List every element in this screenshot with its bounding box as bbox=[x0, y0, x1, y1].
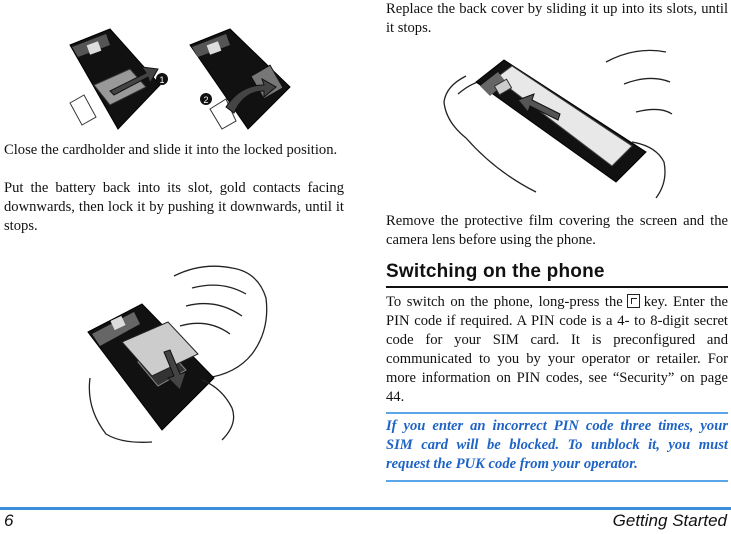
phone-back-cover bbox=[475, 59, 647, 183]
right-hand-outline bbox=[605, 49, 673, 199]
battery-illustration bbox=[82, 258, 272, 444]
battery-part bbox=[121, 321, 199, 377]
cardholder-illustration: 1 2 bbox=[50, 25, 310, 133]
step-marker-1 bbox=[156, 73, 168, 85]
lower-hand-outline bbox=[88, 377, 235, 443]
back-cover-illustration bbox=[436, 42, 676, 202]
hand-outline bbox=[173, 265, 268, 379]
right-column-film-text: Remove the protective film covering the … bbox=[386, 212, 728, 250]
phone-back-2 bbox=[189, 28, 291, 130]
step-marker-2 bbox=[200, 93, 212, 105]
step-marker-2-label: 2 bbox=[203, 95, 208, 105]
push-arrow bbox=[163, 349, 187, 391]
section-title: Switching on the phone bbox=[386, 261, 728, 288]
arrow-1 bbox=[109, 66, 159, 96]
protective-film-paragraph: Remove the protective film covering the … bbox=[386, 213, 728, 248]
arrow-2 bbox=[225, 77, 277, 114]
step-marker-1-label: 1 bbox=[159, 75, 164, 85]
right-column-top-text: Replace the back cover by sliding it up … bbox=[386, 0, 728, 38]
battery-paragraph: Put the battery back into its slot, gold… bbox=[4, 180, 344, 234]
cardholder-paragraph: Close the cardholder and slide it into t… bbox=[4, 142, 338, 158]
back-cover-paragraph: Replace the back cover by sliding it up … bbox=[386, 1, 728, 36]
left-column-text: Close the cardholder and slide it into t… bbox=[4, 141, 344, 236]
page-number: 6 bbox=[4, 511, 14, 530]
switch-on-text-after: key. Enter the PIN code if required. A P… bbox=[386, 294, 728, 405]
slide-arrow bbox=[517, 93, 561, 121]
chapter-title: Getting Started bbox=[612, 511, 727, 530]
sim-card-1 bbox=[69, 94, 97, 126]
footer-rule bbox=[0, 507, 731, 510]
sim-holder-2 bbox=[209, 98, 237, 130]
switch-on-text-before: To switch on the phone, long-press the bbox=[386, 294, 623, 310]
pin-warning-note: If you enter an incorrect PIN code three… bbox=[386, 412, 728, 482]
end-key-icon bbox=[626, 294, 640, 308]
